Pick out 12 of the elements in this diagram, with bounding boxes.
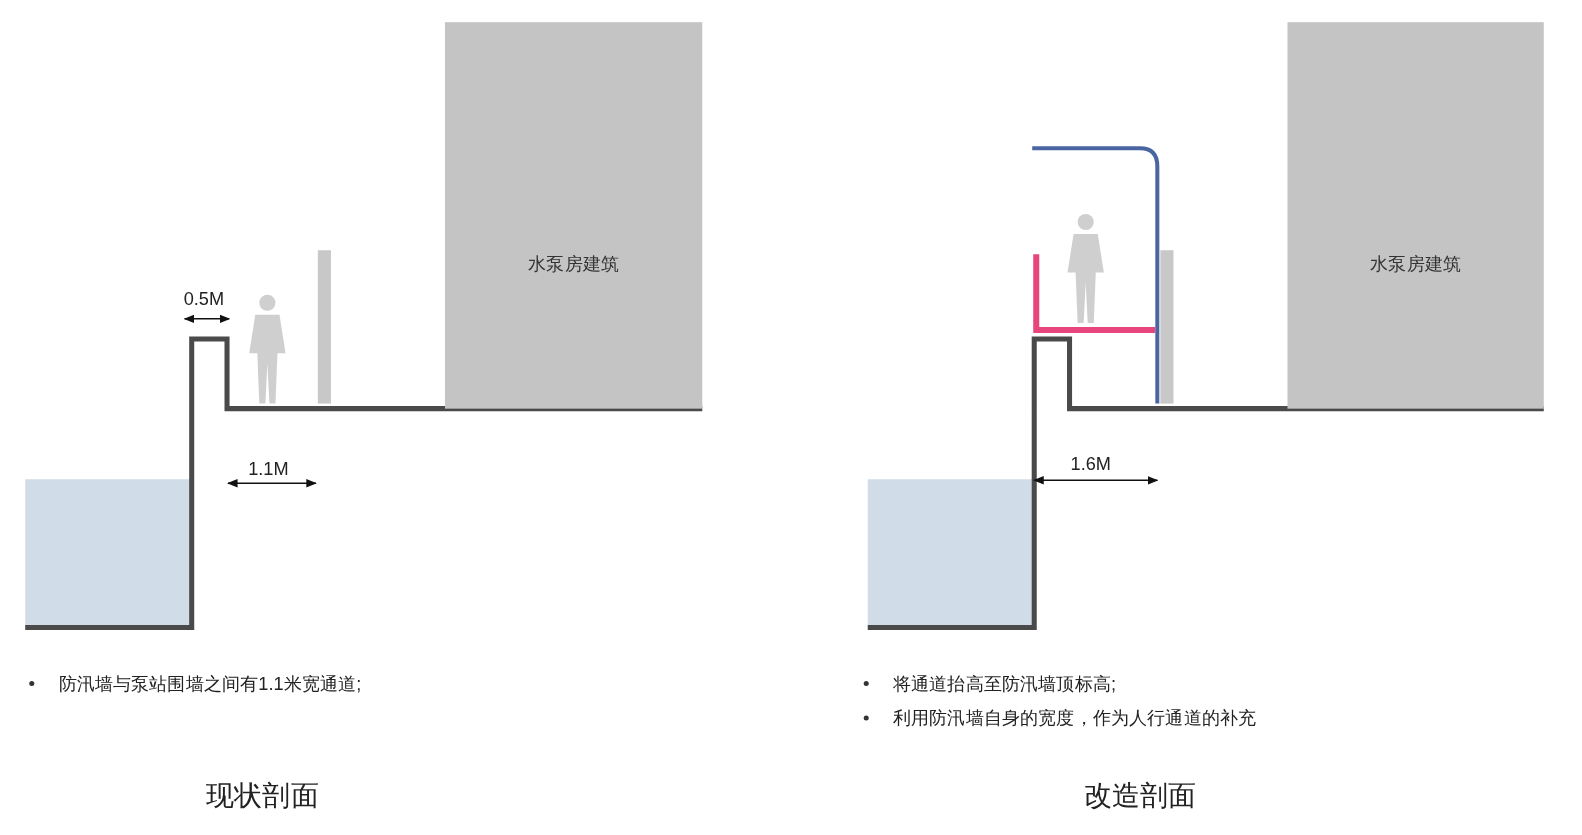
building-label: 水泵房建筑 [527,253,620,277]
bullet-note: 将通道抬高至防汛墙顶标高; [892,673,1116,697]
dimension-label: 0.5M [183,288,225,310]
dimension-label: 1.6M [1070,454,1111,476]
bullet-note: 利用防汛墙自身的宽度，作为人行通道的补充 [892,707,1257,731]
dimension-label: 1.1M [248,459,289,481]
building-label: 水泵房建筑 [1369,253,1463,277]
section-caption: 现状剖面 [205,778,319,814]
section-caption: 改造剖面 [1083,778,1197,814]
bullet-note: 防汛墙与泵站围墙之间有1.1米宽通道; [58,673,362,697]
building-block [1287,22,1544,409]
building-block [444,22,703,409]
